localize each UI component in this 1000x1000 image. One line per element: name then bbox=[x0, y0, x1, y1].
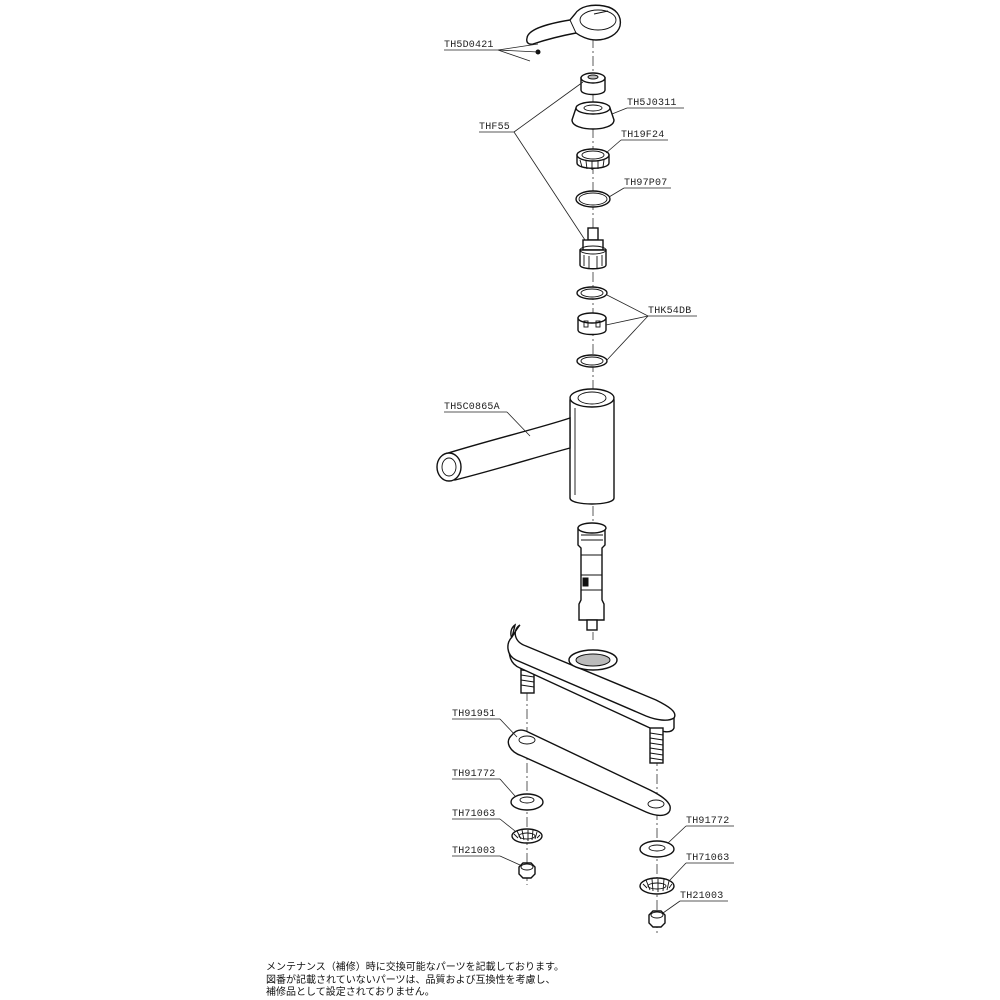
base-plate-part bbox=[507, 623, 676, 764]
gasket-part bbox=[507, 729, 671, 817]
cap-part bbox=[580, 72, 606, 96]
right-washer-stack bbox=[639, 840, 675, 928]
spout-body-part bbox=[436, 388, 615, 505]
callout-o-ring: TH97P07 bbox=[608, 178, 671, 198]
callout-cap: THF55 bbox=[479, 81, 586, 241]
label-cover: TH5J0311 bbox=[627, 98, 677, 109]
callout-nut-ring: TH19F24 bbox=[605, 130, 668, 154]
callout-nut-right: TH21003 bbox=[662, 891, 728, 914]
callout-toothed-washer-left: TH71063 bbox=[452, 809, 516, 832]
callout-spout-body: TH5C0865A bbox=[444, 402, 531, 437]
note-line-2: 図番が記載されていないパーツは、品質および互換性を考慮し、 bbox=[266, 974, 556, 986]
cartridge-part bbox=[579, 227, 607, 270]
mounting-shaft-part bbox=[577, 522, 607, 631]
label-nut-left: TH21003 bbox=[452, 846, 495, 857]
label-spout-body: TH5C0865A bbox=[444, 402, 500, 413]
label-o-ring: TH97P07 bbox=[624, 178, 667, 189]
left-washer-stack bbox=[510, 793, 544, 879]
o-ring-part bbox=[575, 190, 611, 208]
label-toothed-washer-left: TH71063 bbox=[452, 809, 495, 820]
callout-gasket: TH91951 bbox=[452, 709, 518, 738]
note-line-1: メンテナンス（補修）時に交換可能なパーツを記載しております。 bbox=[266, 962, 564, 973]
label-gasket: TH91951 bbox=[452, 709, 495, 720]
maintenance-note: メンテナンス（補修）時に交換可能なパーツを記載しております。 図番が記載されてい… bbox=[266, 962, 686, 1000]
callout-nut-left: TH21003 bbox=[452, 846, 521, 866]
nut-ring-part bbox=[576, 148, 610, 170]
label-cap: THF55 bbox=[479, 122, 510, 133]
handle-part bbox=[526, 4, 622, 55]
label-nut-right: TH21003 bbox=[680, 891, 723, 902]
callout-toothed-washer-right: TH71063 bbox=[669, 853, 734, 881]
callout-handle: TH5D0421 bbox=[444, 40, 539, 62]
label-washer-right: TH91772 bbox=[686, 816, 729, 827]
label-seal-kit: THK54DB bbox=[648, 306, 691, 317]
callout-cover: TH5J0311 bbox=[611, 98, 684, 115]
callout-seal-kit: THK54DB bbox=[605, 294, 697, 361]
label-nut-ring: TH19F24 bbox=[621, 130, 664, 141]
callout-washer-left: TH91772 bbox=[452, 769, 516, 797]
label-toothed-washer-right: TH71063 bbox=[686, 853, 729, 864]
cover-part bbox=[571, 101, 615, 130]
label-washer-left: TH91772 bbox=[452, 769, 495, 780]
callout-washer-right: TH91772 bbox=[667, 816, 734, 844]
note-line-3: 補修品として設定されておりません。 bbox=[266, 987, 435, 998]
label-handle: TH5D0421 bbox=[444, 40, 494, 51]
seal-kit-part bbox=[576, 286, 608, 368]
